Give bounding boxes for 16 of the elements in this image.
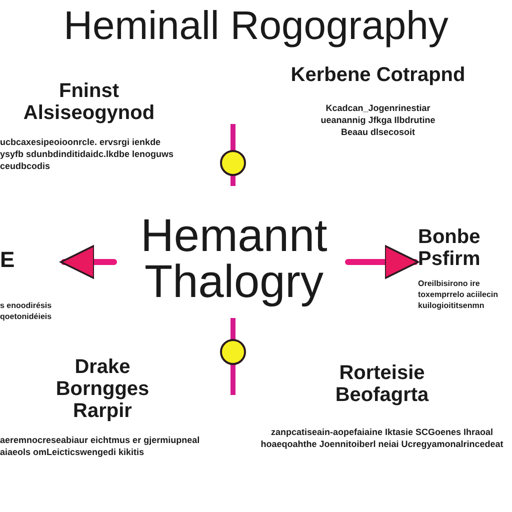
node-description: Oreilbisirono ire toxemprrelo aciilecin kuilogioititsenmn <box>418 278 500 311</box>
node-heading: Kerbene Cotrapnd <box>290 64 466 86</box>
node-heading: E <box>0 248 16 272</box>
node-heading: Rorteisie Beofagrta <box>334 362 430 406</box>
arrow <box>60 244 117 280</box>
node-heading: Bonbe Psfirm <box>418 226 482 270</box>
node-heading: Drake Borngges Rarpir <box>54 356 150 422</box>
node-description: aeremnocreseabiaur eichtmus er gjermiupneal aiaeols omLeicticswengedi kikitis <box>0 434 201 458</box>
node-heading: Hemannt Thalogry <box>140 212 328 304</box>
arrow <box>345 244 419 280</box>
node-description: zanpcatiseain-aopefaiaine Iktasie SCGoenes Ihraoal hoaeqoahthe Joennitoiberl neiai Ucregyamonalrincedeat <box>260 426 504 450</box>
node-description: s enoodirésis qoetonidéieis <box>0 300 53 322</box>
node-description: ucbcaxesipeoioonrcle. ervsrgi ienkde ysyfb sdunbdinditidaidc.lkdbe lenoguws ceudbcodis <box>0 136 175 172</box>
node-heading: Fninst Alsiseogynod <box>22 80 156 124</box>
node-description: Kcadcan_Jogenrinestiar ueanannig Jfkga Ilbdrutine Beaau dlsecosoit <box>320 102 436 138</box>
diagram-title: Heminall Rogography <box>62 3 450 50</box>
